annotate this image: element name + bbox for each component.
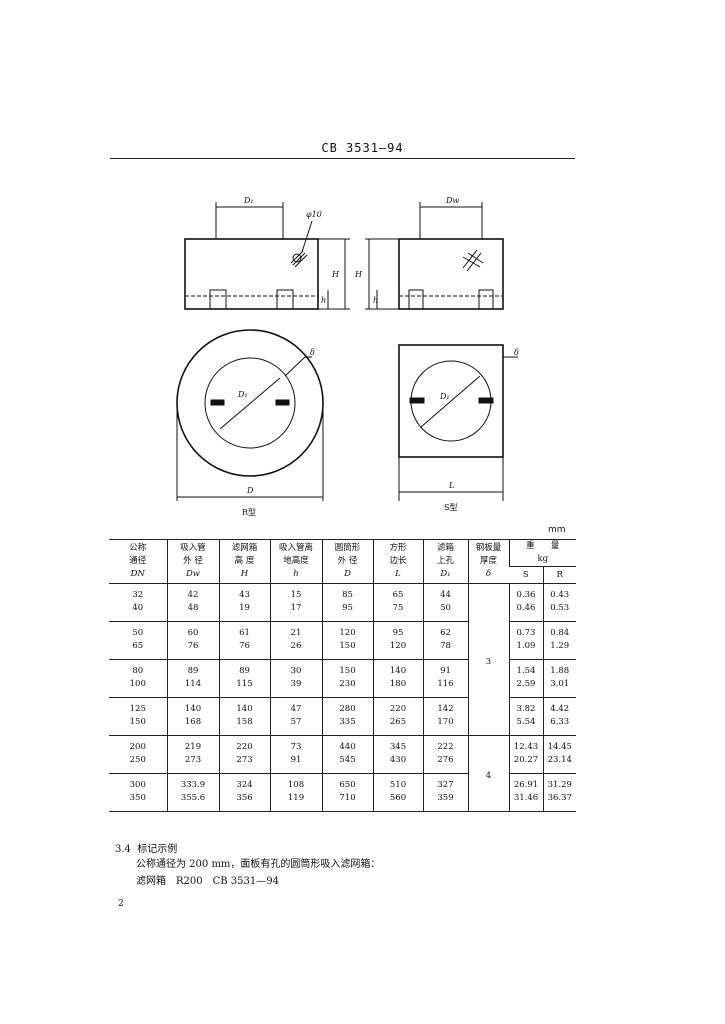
unit-label: mm: [548, 525, 566, 535]
standard-code-header: CB 3531—94: [321, 141, 404, 155]
label-h-lower-r: h: [321, 296, 326, 305]
label-d: D: [246, 486, 254, 495]
label-delta-s: δ: [514, 348, 519, 357]
label-hole: φ10: [306, 210, 322, 219]
label-h-upper-r: H: [331, 270, 340, 279]
label-d1-plan-r: D₁: [237, 390, 248, 399]
s-front-view: [398, 238, 504, 310]
caption-s-type: S型: [444, 503, 457, 512]
r-front-view: [184, 238, 319, 310]
technical-drawing: D₁ φ10 H h Dw H h δ D₁ D₁ δ D L R型 S型: [176, 196, 519, 517]
label-delta-r: δ: [310, 348, 315, 357]
thickness-cell-4: 4: [467, 735, 509, 812]
header-weight-r: R: [542, 566, 576, 584]
label-d1-r: D₁: [243, 196, 254, 205]
caption-r-type: R型: [242, 508, 256, 517]
header-weight-s: S: [509, 566, 543, 584]
label-h-upper-s: H: [354, 270, 363, 279]
label-dw-s: Dw: [445, 196, 459, 205]
s-plan-outer: [398, 344, 504, 458]
section-heading: 3.4 标记示例: [115, 844, 178, 855]
thickness-cell-3: 3: [467, 583, 509, 736]
marking-example: 滤网箱 R200 CB 3531—94: [136, 876, 279, 887]
header-rule: [110, 158, 575, 159]
label-l: L: [448, 481, 454, 490]
section-description: 公称通径为 200 mm，面板有孔的圆筒形吸入滤网箱：: [136, 859, 381, 870]
label-d1-plan-s: D₁: [439, 392, 450, 401]
label-h-lower-s: h: [373, 296, 378, 305]
page-number: 2: [118, 899, 124, 909]
